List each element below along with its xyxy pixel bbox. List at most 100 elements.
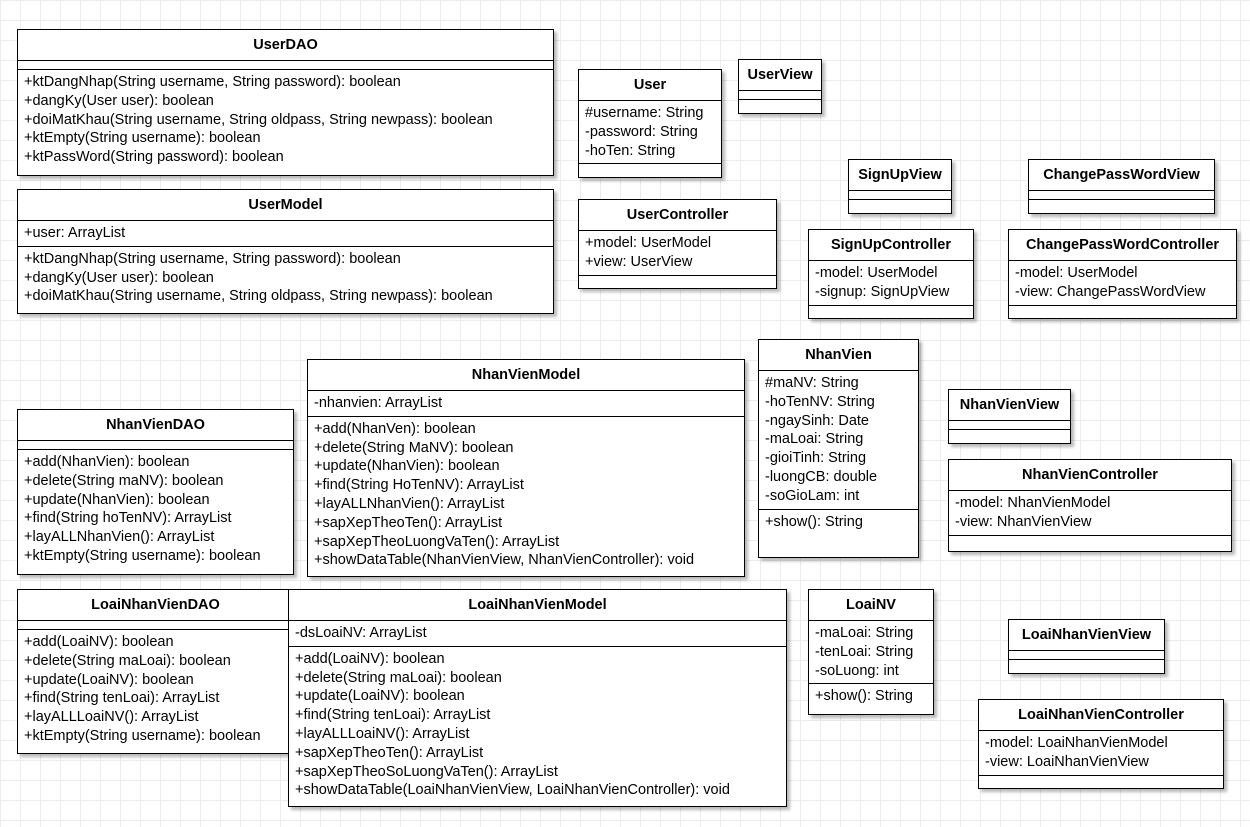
class-changepasswordview[interactable]: ChangePassWordView [1028, 159, 1215, 214]
method-line: +add(LoaiNV): boolean [24, 634, 174, 650]
attribute-line: -model: NhanVienModel [955, 495, 1111, 511]
method-line: +doiMatKhau(String username, String oldp… [24, 111, 493, 128]
method-line: +dangKy(User user): boolean [24, 92, 214, 109]
methods-compartment: +show(): String [759, 508, 918, 535]
class-name: UserView [739, 60, 821, 91]
class-userdao[interactable]: UserDAO +ktDangNhap(String username, Stri… [17, 29, 554, 176]
attributes-compartment [849, 191, 951, 199]
attribute-line: -hoTen: String [585, 142, 676, 159]
attribute-line: -password: String [585, 123, 698, 140]
class-loainhanvienmodel[interactable]: LoaiNhanVienModel -dsLoaiNV: ArrayList +ad… [288, 589, 787, 807]
class-changepasswordcontroller[interactable]: ChangePassWordController-model: UserMode… [1008, 229, 1237, 319]
method-line: +ktEmpty(String username): boolean [24, 547, 261, 564]
methods-compartment: +show(): String [809, 683, 933, 709]
attribute-line: -maLoai: String [815, 625, 914, 641]
attributes-compartment [1029, 191, 1214, 199]
attribute-line: -model: UserModel [1015, 265, 1138, 281]
attribute-line: +view: UserView [585, 253, 693, 270]
class-name: LoaiNV [809, 590, 933, 621]
method-line: +sapXepTheoLuongVaTen(): ArrayList [314, 533, 560, 550]
methods-compartment [1009, 304, 1236, 314]
method-line: +showDataTable(NhanVienView, NhanVienCon… [314, 552, 695, 569]
attributes-compartment: -nhanvien: ArrayList [308, 391, 744, 416]
class-name: UserModel [18, 190, 553, 221]
class-signupcontroller[interactable]: SignUpController-model: UserModel-signup… [808, 229, 974, 319]
class-userview[interactable]: UserView [738, 59, 822, 114]
method-line: +delete(String maLoai): boolean [24, 652, 231, 669]
attributes-compartment: -model: NhanVienModel -view: NhanVienView [949, 491, 1231, 535]
attribute-line: -tenLoai: String [815, 643, 914, 660]
attributes-compartment [18, 61, 553, 69]
class-nhanviendao[interactable]: NhanVienDAO+add(NhanVien): boolean+delet… [17, 409, 294, 575]
class-name: NhanVienView [949, 390, 1070, 421]
method-line: +delete(String MaNV): boolean [314, 439, 514, 456]
class-name: NhanVienModel [308, 360, 744, 391]
attributes-compartment [18, 441, 293, 449]
method-line: +sapXepTheoSoLuongVaTen(): ArrayList [295, 763, 558, 780]
methods-compartment [579, 274, 776, 284]
class-nhanvienmodel[interactable]: NhanVienModel-nhanvien: ArrayList+add(Nh… [307, 359, 745, 577]
method-line: +ktDangNhap(String username, String pass… [24, 250, 401, 267]
attributes-compartment: -model: LoaiNhanVienModel-view: LoaiNhan… [979, 731, 1223, 775]
attribute-line: -hoTenNV: String [765, 393, 875, 410]
class-usermodel[interactable]: UserModel +user: ArrayList +ktDangNhap(Str… [17, 189, 554, 314]
class-name: UserDAO [18, 30, 553, 61]
class-nhanvienview[interactable]: NhanVienView [948, 389, 1071, 444]
attribute-line: -soLuong: int [815, 662, 899, 679]
method-line: +find(String HoTenNV): ArrayList [314, 477, 524, 494]
class-name: ChangePassWordController [1009, 230, 1236, 261]
class-name: LoaiNhanVienController [979, 700, 1223, 731]
methods-compartment [1009, 659, 1164, 668]
method-line: +ktPassWord(String password): boolean [24, 149, 284, 166]
attribute-line: -view: NhanVienView [955, 513, 1092, 530]
class-nhanvien[interactable]: NhanVien#maNV: String-hoTenNV: String-ng… [758, 339, 919, 558]
method-line: +layALLNhanVien(): ArrayList [24, 529, 215, 546]
method-line: +delete(String maLoai): boolean [295, 669, 502, 686]
class-name: LoaiNhanVienModel [289, 590, 786, 621]
method-line: +find(String hoTenNV): ArrayList [24, 510, 232, 527]
methods-compartment [739, 99, 821, 108]
attribute-line: -view: ChangePassWordView [1015, 283, 1206, 300]
method-line: +sapXepTheoTen(): ArrayList [314, 514, 503, 531]
method-line: +add(LoaiNV): boolean [295, 650, 445, 667]
attribute-line: #maNV: String [765, 375, 859, 391]
attribute-line: -signup: SignUpView [815, 283, 950, 300]
attributes-compartment: -model: UserModel-signup: SignUpView [809, 261, 973, 305]
methods-compartment: +ktDangNhap(String username, String pass… [18, 69, 553, 170]
attribute-line: +user: ArrayList [24, 225, 126, 241]
method-line: +update(LoaiNV): boolean [295, 688, 465, 705]
method-line: +show(): String [815, 688, 913, 705]
class-name: NhanVienController [949, 460, 1231, 491]
methods-compartment: +add(LoaiNV): boolean +delete(String maLo… [18, 629, 293, 749]
attribute-line: -dsLoaiNV: ArrayList [295, 625, 427, 641]
class-signupview[interactable]: SignUpView [848, 159, 952, 214]
class-loainv[interactable]: LoaiNV -maLoai: String -tenLoai: String -so… [808, 589, 934, 715]
methods-compartment: +add(NhanVien): boolean+delete(String ma… [18, 449, 293, 569]
class-loainhanvienview[interactable]: LoaiNhanVienView [1008, 619, 1165, 674]
class-loainhanviendao[interactable]: LoaiNhanVienDAO+add(LoaiNV): boolean+del… [17, 589, 294, 754]
method-line: +update(NhanVien): boolean [314, 458, 500, 475]
class-name: UserController [579, 200, 776, 231]
class-user[interactable]: User#username: String-password: String-h… [578, 69, 722, 178]
methods-compartment [979, 774, 1223, 784]
methods-compartment [809, 304, 973, 314]
attributes-compartment: -dsLoaiNV: ArrayList [289, 621, 786, 646]
attributes-compartment: #maNV: String-hoTenNV: String-ngaySinh: … [759, 371, 918, 509]
class-usercontroller[interactable]: UserController+model: UserModel+view: Us… [578, 199, 777, 289]
methods-compartment: +add(NhanVen): boolean+delete(String MaN… [308, 415, 744, 573]
method-line: +layALLLoaiNV(): ArrayList [295, 725, 470, 742]
attributes-compartment: -model: UserModel -view: ChangePassWordVi… [1009, 261, 1236, 305]
method-line: +doiMatKhau(String username, String oldp… [24, 288, 493, 305]
method-line: +add(NhanVien): boolean [24, 454, 190, 470]
method-line: +showDataTable(LoaiNhanVienView, LoaiNha… [295, 782, 730, 799]
class-name: User [579, 70, 721, 101]
class-name: ChangePassWordView [1029, 160, 1214, 191]
attributes-compartment [949, 421, 1070, 429]
attribute-line: -model: LoaiNhanVienModel [985, 735, 1168, 751]
method-line: +layALLLoaiNV(): ArrayList [24, 709, 199, 726]
class-nhanviencontroller[interactable]: NhanVienController-model: NhanVienModel-… [948, 459, 1232, 552]
method-line: +ktEmpty(String username): boolean [24, 130, 261, 147]
attribute-line: -luongCB: double [765, 468, 878, 485]
method-line: +update(LoaiNV): boolean [24, 671, 194, 688]
class-loainhanviencontroller[interactable]: LoaiNhanVienController-model: LoaiNhanVi… [978, 699, 1224, 789]
